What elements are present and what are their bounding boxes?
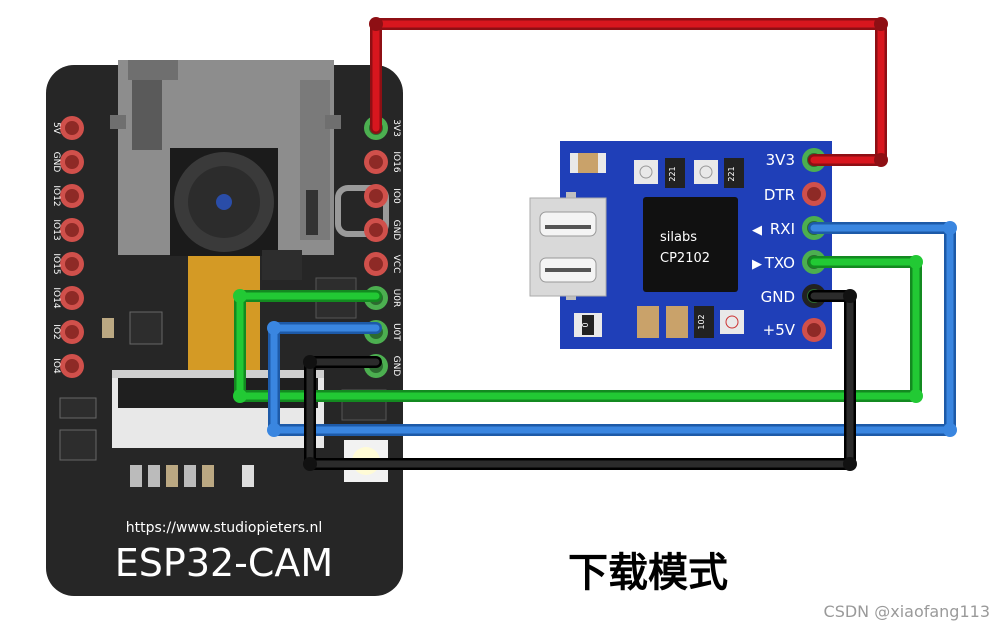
cp-pin-label-gnd: GND bbox=[761, 288, 795, 306]
wires bbox=[233, 17, 957, 471]
right-pin-label-2: IO0 bbox=[391, 188, 401, 204]
chip-maker: silabs bbox=[660, 230, 697, 245]
left-pin-6-hole bbox=[65, 325, 79, 339]
camera-flex-cable bbox=[188, 256, 260, 372]
left-pin-5-hole bbox=[65, 291, 79, 305]
right-pin-label-4: VCC bbox=[391, 255, 401, 274]
resistor-label-1: 221 bbox=[668, 166, 677, 181]
left-pin-label-3: IO13 bbox=[51, 219, 61, 240]
cp-pin-label-txo: TXO bbox=[764, 254, 795, 272]
cp-rxi-arrow: ◀ bbox=[752, 223, 762, 238]
cp-pin-5-hole bbox=[807, 323, 821, 337]
left-pin-3-hole bbox=[65, 223, 79, 237]
left-pin-4-hole bbox=[65, 257, 79, 271]
left-pin-1-hole bbox=[65, 155, 79, 169]
esp32-url: https://www.studiopieters.nl bbox=[126, 520, 322, 536]
left-pin-label-0: 5V bbox=[51, 122, 61, 135]
cp-pin-label-3v3: 3V3 bbox=[766, 151, 795, 169]
io0-gnd-jumper bbox=[335, 185, 389, 237]
right-pin-label-5: U0R bbox=[391, 289, 401, 308]
cp-pin-label-dtr: DTR bbox=[764, 186, 795, 204]
cp-pin-label-rxi: RXI bbox=[770, 220, 795, 238]
esp32-title: ESP32-CAM bbox=[115, 541, 333, 585]
left-pin-7-hole bbox=[65, 359, 79, 373]
wire-3v3 bbox=[370, 18, 887, 166]
chip-model: CP2102 bbox=[660, 251, 710, 266]
right-pin-label-7: GND bbox=[391, 356, 401, 377]
mode-caption: 下载模式 bbox=[568, 550, 728, 596]
right-pin-4-hole bbox=[369, 257, 383, 271]
watermark: CSDN @xiaofang113 bbox=[824, 602, 990, 621]
cap-label: 0 bbox=[581, 322, 590, 327]
resistor-label-2: 221 bbox=[727, 166, 736, 181]
right-pin-label-1: IO16 bbox=[391, 151, 401, 172]
cp2102-board: 221 221 silabs CP2102 0 102 3V3 DTR ◀ RX… bbox=[529, 141, 832, 349]
cp2102-chip: silabs CP2102 bbox=[643, 197, 738, 292]
micro-usb-connector bbox=[529, 192, 607, 300]
left-pin-label-5: IO14 bbox=[51, 287, 61, 308]
cp2102-pin-header: 3V3 DTR ◀ RXI ▶ TXO GND +5V bbox=[752, 151, 796, 339]
cp-pin-label-5v: +5V bbox=[763, 321, 796, 339]
right-pin-1-hole bbox=[369, 155, 383, 169]
right-pin-3-hole bbox=[369, 223, 383, 237]
left-pin-label-4: IO15 bbox=[51, 253, 61, 274]
cp-pin-1-hole bbox=[807, 187, 821, 201]
resistor-label-3: 102 bbox=[697, 314, 706, 329]
left-pin-label-2: IO12 bbox=[51, 185, 61, 206]
left-pin-label-6: IO2 bbox=[51, 324, 61, 339]
fpc-connector bbox=[112, 370, 324, 448]
right-pin-2-hole bbox=[369, 189, 383, 203]
right-pin-label-3: GND bbox=[391, 220, 401, 241]
left-pin-0-hole bbox=[65, 121, 79, 135]
right-pin-label-0: 3V3 bbox=[391, 119, 401, 137]
camera-module bbox=[170, 148, 278, 256]
right-pin-label-6: U0T bbox=[391, 323, 401, 341]
cp-txo-arrow: ▶ bbox=[752, 257, 762, 272]
left-pin-label-7: IO4 bbox=[51, 358, 61, 374]
left-pin-label-1: GND bbox=[51, 152, 61, 173]
left-pin-2-hole bbox=[65, 189, 79, 203]
